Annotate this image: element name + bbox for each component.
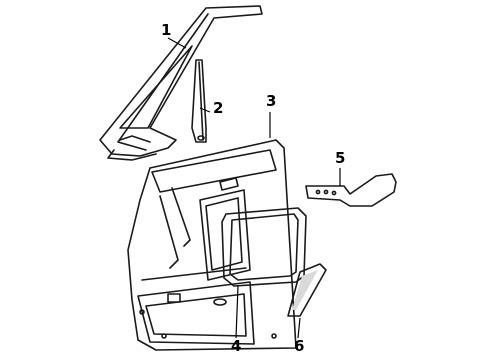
callout-2: 2	[213, 99, 224, 117]
part-3-door-trim-panel	[127, 139, 297, 351]
leader-2	[199, 107, 211, 113]
leader-4	[235, 285, 239, 339]
part-6-trim-pad	[287, 263, 327, 317]
part-4-armrest-frame	[221, 207, 307, 287]
callout-3: 3	[266, 92, 277, 110]
leader-1	[167, 37, 187, 49]
callout-1: 1	[161, 21, 172, 39]
callout-6: 6	[294, 337, 305, 355]
part-2-run-channel	[191, 59, 207, 143]
leader-6	[297, 317, 301, 339]
part-5-bracket	[305, 173, 397, 207]
callout-5: 5	[335, 149, 346, 167]
part-1-pillar-molding	[99, 5, 263, 161]
callout-4: 4	[231, 337, 242, 355]
